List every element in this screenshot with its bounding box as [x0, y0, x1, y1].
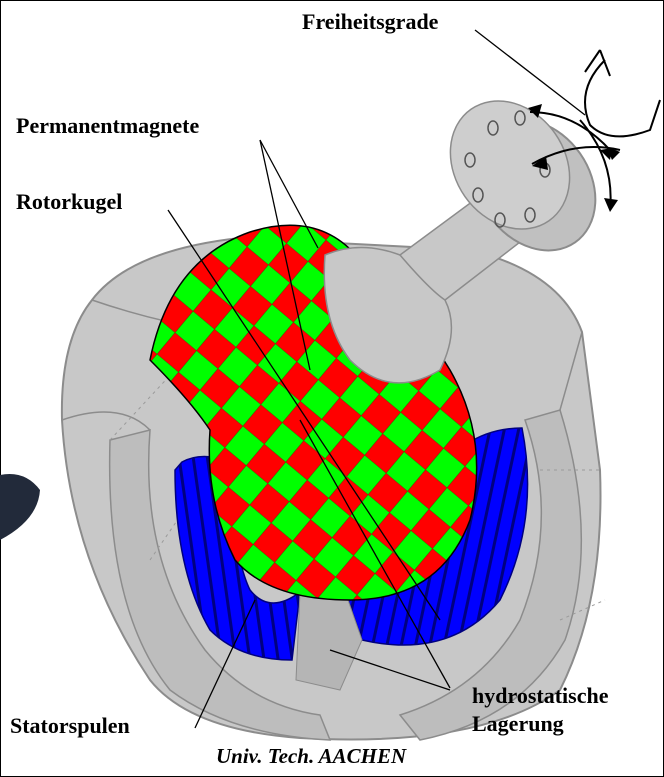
label-rotor-sphere: Rotorkugel	[16, 190, 122, 214]
label-bearing-line1: hydrostatische	[472, 684, 609, 708]
label-bearing-line2: Lagerung	[472, 712, 564, 736]
credit-caption: Univ. Tech. AACHEN	[216, 744, 406, 768]
label-permanent-magnets: Permanentmagnete	[16, 114, 199, 138]
label-degrees-of-freedom: Freiheitsgrade	[302, 10, 438, 34]
label-stator-coils: Statorspulen	[10, 714, 130, 738]
background-fragment	[0, 474, 40, 540]
